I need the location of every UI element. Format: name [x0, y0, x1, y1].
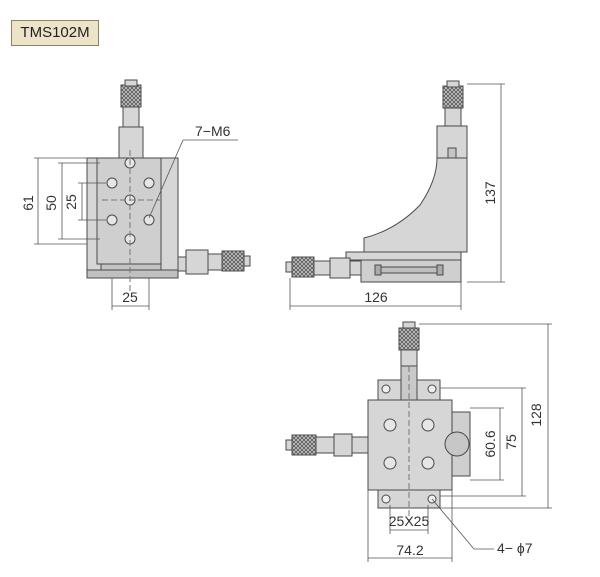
top-hole-pattern: 25X25 [389, 513, 430, 529]
angle-bracket [363, 157, 468, 253]
tapped-hole [143, 214, 155, 226]
tapped-hole [383, 456, 397, 470]
top-depth-mid: 75 [503, 434, 519, 450]
front-height-overall: 61 [20, 195, 36, 211]
side-dimension-lines [289, 83, 505, 310]
side-height: 137 [482, 181, 498, 205]
top-view [285, 321, 471, 520]
top-width: 74.2 [396, 542, 423, 558]
micrometer-knob-icon [398, 327, 420, 351]
top-depth-inner: 60.6 [482, 430, 498, 457]
tapped-hole [106, 214, 118, 226]
tapped-hole [143, 177, 155, 189]
front-hole-spacing: 25 [63, 194, 79, 210]
side-length: 126 [364, 289, 388, 305]
tapped-holes-callout: 7−M6 [195, 123, 231, 139]
front-dimension-lines [34, 139, 238, 310]
tapped-hole [421, 418, 435, 432]
micrometer-knob-icon [291, 434, 317, 456]
micrometer-knob-icon [291, 256, 315, 278]
side-view [285, 80, 468, 283]
top-dimension-lines [367, 323, 552, 562]
front-hole-spacing-bottom: 25 [122, 289, 138, 305]
model-label: TMS102M [11, 20, 99, 46]
tapped-hole [383, 418, 397, 432]
micrometer-knob-icon [221, 250, 245, 272]
micrometer-knob-icon [120, 84, 142, 108]
mounting-holes-callout: 4− ϕ7 [497, 540, 533, 556]
top-depth-overall: 128 [528, 403, 544, 427]
front-view [86, 79, 251, 292]
top-body [367, 399, 453, 491]
tapped-hole [106, 177, 118, 189]
micrometer-knob-icon [442, 85, 464, 109]
tapped-hole [421, 456, 435, 470]
front-height-inner: 50 [43, 195, 59, 211]
